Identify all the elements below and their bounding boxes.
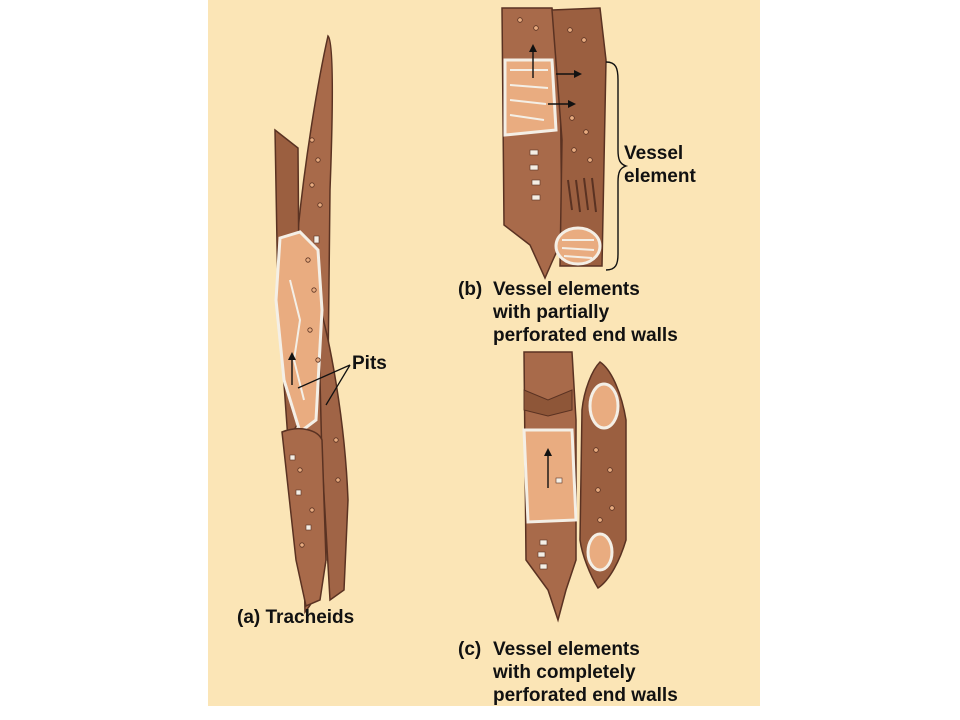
vessel-b-right — [551, 7, 607, 267]
pit-dot — [569, 115, 575, 121]
perforation-opening — [588, 382, 620, 430]
pit-dot — [335, 477, 341, 483]
perforation-plate — [554, 226, 602, 266]
caption-c-line2: with completely — [493, 662, 636, 683]
pit-slit — [531, 194, 541, 201]
caption-b-line2: with partially — [493, 302, 610, 323]
pit-dot — [571, 147, 577, 153]
pit-slit — [539, 563, 548, 570]
caption-b-line3: perforated end walls — [493, 325, 678, 346]
caption-tracheids: (a) Tracheids — [237, 607, 355, 628]
tracheids-illustration — [274, 34, 349, 615]
pit-dot — [567, 27, 573, 33]
pits-label: Pits — [352, 353, 387, 374]
pit-dot — [583, 129, 589, 135]
pit-slit — [313, 235, 320, 244]
pit-dot — [307, 327, 313, 333]
pit-dot — [333, 437, 339, 443]
pit-dot — [309, 507, 315, 513]
pit-slit — [531, 179, 541, 186]
vessel-element-bracket — [605, 61, 629, 271]
pit-dot — [305, 257, 311, 263]
pit-slit — [529, 164, 539, 171]
caption-b-marker: (b) — [458, 279, 483, 300]
pit-dot — [581, 37, 587, 43]
pit-slit — [305, 524, 312, 531]
caption-b-text: Vessel elements with partially perforate… — [493, 278, 678, 347]
caption-c-text: Vessel elements with completely perforat… — [493, 638, 678, 707]
vessel-c-lumen — [522, 428, 578, 524]
pit-dot — [309, 182, 315, 188]
pits-leader-lines — [297, 364, 351, 406]
pit-dot — [311, 287, 317, 293]
perforation-opening — [586, 532, 614, 572]
caption-c-line3: perforated end walls — [493, 685, 678, 706]
pit-dot — [299, 542, 305, 548]
vessel-complete-illustration — [522, 351, 627, 623]
vessel-element-label-line1: Vessel — [624, 143, 684, 164]
tracheid-right — [317, 299, 349, 602]
pit-dot — [309, 137, 315, 143]
vessel-c-top-rim — [523, 389, 573, 417]
pit-dot — [297, 467, 303, 473]
pit-slit — [539, 539, 548, 546]
tracheid-lower — [281, 428, 327, 608]
pit-dot — [317, 202, 323, 208]
pit-dot — [597, 517, 603, 523]
pit-dot — [517, 17, 523, 23]
pit-slit — [537, 551, 546, 558]
pit-slit — [289, 454, 296, 461]
pit-dot — [315, 357, 321, 363]
vessel-element-label-line2: element — [624, 166, 696, 187]
pit-dot — [607, 467, 613, 473]
pit-dot — [315, 157, 321, 163]
caption-b-line1: Vessel elements — [493, 279, 640, 300]
pit-slit — [555, 477, 563, 484]
pit-dot — [595, 487, 601, 493]
vessel-b-lumen — [503, 58, 558, 137]
caption-c-line1: Vessel elements — [493, 639, 640, 660]
vessel-partial-illustration — [501, 7, 607, 280]
caption-c-marker: (c) — [458, 639, 482, 660]
pit-dot — [593, 447, 599, 453]
pit-slit — [295, 489, 302, 496]
vessel-element-label: Vessel element — [624, 142, 696, 188]
pit-dot — [609, 505, 615, 511]
pit-slit — [529, 149, 539, 156]
pit-dot — [587, 157, 593, 163]
pit-dot — [533, 25, 539, 31]
